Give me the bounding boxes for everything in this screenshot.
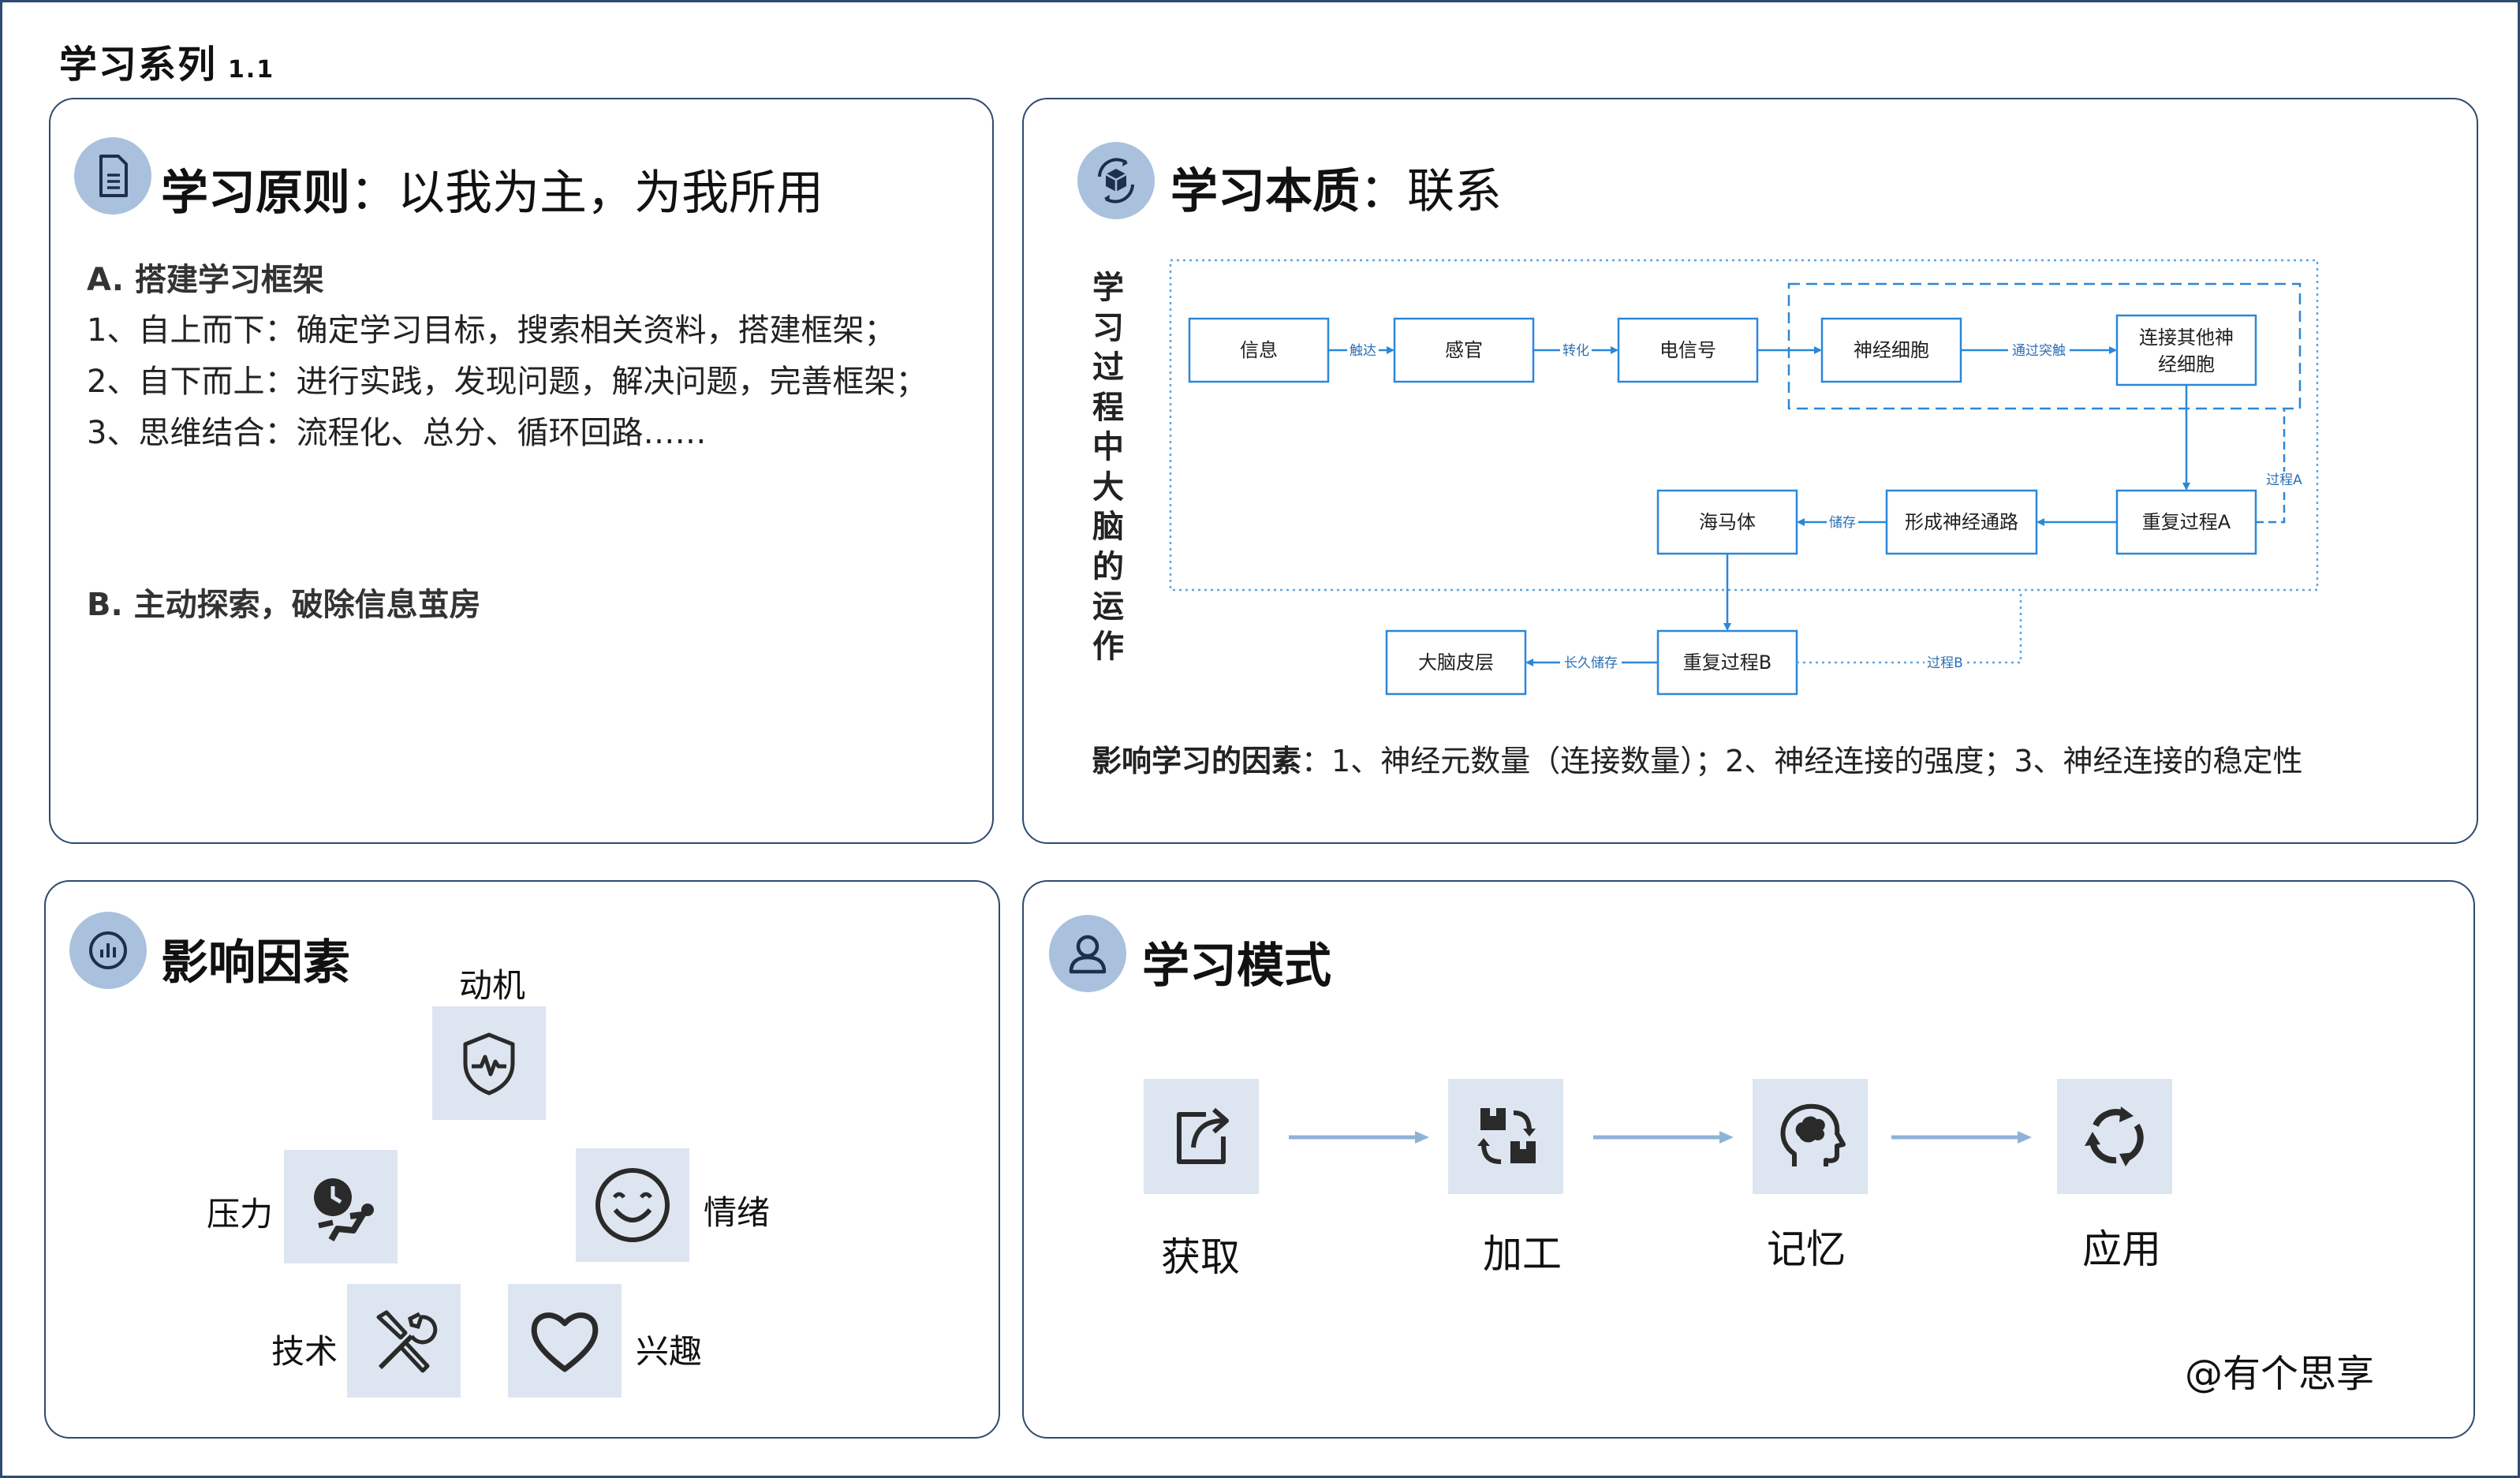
tools-icon (347, 1284, 461, 1398)
cycle-arrows-icon (2057, 1079, 2172, 1194)
mode-arrow-3 (1891, 1131, 2032, 1144)
influence-bold: 影响学习的因素 (1092, 744, 1302, 778)
edge-process-b-loop (1797, 590, 2022, 664)
principles-title: 学习原则：以我为主，为我所用 (161, 155, 823, 223)
section-a-heading: A. 搭建学习框架 (87, 262, 324, 298)
neuron-region-border (1787, 282, 2302, 410)
nature-title-rest: ：联系 (1360, 164, 1502, 219)
bar-chart-icon (69, 912, 147, 989)
document-icon (74, 137, 151, 215)
svg-text:过程B: 过程B (1927, 655, 1963, 671)
brain-process-vertical-label: 学习过程中大脑的运作 (1092, 270, 1124, 665)
modes-title: 学习模式 (1142, 927, 1331, 996)
factors-title-bold: 影响因素 (161, 935, 350, 991)
svg-text:转化: 转化 (1562, 343, 1589, 359)
node-sense: 感官 (1393, 317, 1535, 383)
mode-label-apply: 应用 (2082, 1226, 2161, 1272)
author-signature: @有个思享 (2185, 1352, 2375, 1396)
node-repeat-b: 重复过程B (1656, 629, 1798, 696)
boxes-transfer-icon (1448, 1079, 1563, 1194)
svg-text:大脑皮层: 大脑皮层 (1418, 651, 1494, 674)
svg-text:重复过程B: 重复过程B (1683, 651, 1771, 674)
svg-text:连接其他神: 连接其他神 (2139, 327, 2234, 349)
svg-text:形成神经通路: 形成神经通路 (1905, 511, 2018, 533)
factor-label-interest: 兴趣 (636, 1332, 703, 1371)
svg-text:神经细胞: 神经细胞 (1854, 339, 1929, 361)
factor-label-technique: 技术 (271, 1332, 338, 1371)
svg-text:触达: 触达 (1350, 343, 1376, 359)
svg-text:电信号: 电信号 (1659, 339, 1716, 361)
factor-label-pressure: 压力 (207, 1195, 274, 1234)
factor-label-emotion: 情绪 (704, 1193, 771, 1232)
nature-title-bold: 学习本质 (1170, 164, 1360, 219)
svg-text:海马体: 海马体 (1699, 511, 1756, 533)
brain-head-icon (1753, 1079, 1868, 1194)
nature-title: 学习本质：联系 (1170, 153, 1502, 222)
node-info: 信息 (1188, 317, 1330, 383)
share-out-icon (1144, 1079, 1259, 1194)
heart-icon (508, 1284, 622, 1398)
svg-text:长久储存: 长久储存 (1564, 655, 1618, 671)
svg-text:感官: 感官 (1445, 339, 1483, 361)
principles-title-rest: ：以我为主，为我所用 (350, 166, 823, 221)
user-icon (1049, 915, 1126, 992)
principles-title-bold: 学习原则 (161, 166, 350, 221)
svg-text:经细胞: 经细胞 (2158, 353, 2215, 375)
factor-label-motivation: 动机 (459, 966, 526, 1005)
nature-panel (1022, 98, 2478, 844)
influence-factors-text: 影响学习的因素：1、神经元数量（连接数量）；2、神经连接的强度；3、神经连接的稳… (1092, 737, 2303, 780)
principle-line-1: 1、自上而下：确定学习目标，搜索相关资料，搭建框架； (87, 312, 896, 349)
person-clock-icon (284, 1150, 398, 1263)
principle-line-3: 3、思维结合：流程化、总分、循环回路…… (87, 415, 707, 451)
node-neuron: 神经细胞 (1820, 317, 1962, 383)
svg-text:储存: 储存 (1829, 515, 1856, 531)
node-hippocampus: 海马体 (1656, 489, 1798, 555)
page-title-text: 学习系列 (59, 43, 218, 87)
smile-icon (576, 1148, 689, 1262)
node-pathway: 形成神经通路 (1885, 489, 2038, 555)
edge-process-a-loop (2256, 409, 2286, 524)
node-cortex: 大脑皮层 (1385, 629, 1527, 696)
mode-arrow-2 (1593, 1131, 1734, 1144)
modes-title-bold: 学习模式 (1142, 939, 1331, 994)
shield-heartbeat-icon (432, 1006, 546, 1120)
svg-text:通过突触: 通过突触 (2012, 343, 2066, 359)
principle-line-2: 2、自下而上：进行实践，发现问题，解决问题，完善框架； (87, 364, 928, 400)
mode-label-memory: 记忆 (1767, 1226, 1846, 1272)
svg-text:信息: 信息 (1240, 339, 1278, 361)
mode-arrow-1 (1289, 1131, 1429, 1144)
page-title: 学习系列 1.1 (59, 33, 274, 88)
section-b-heading: B. 主动探索，破除信息茧房 (87, 587, 481, 623)
mode-label-process: 加工 (1483, 1231, 1562, 1277)
svg-text:过程A: 过程A (2266, 472, 2302, 488)
node-signal: 电信号 (1617, 317, 1759, 383)
mode-label-acquire: 获取 (1161, 1234, 1240, 1280)
svg-text:重复过程A: 重复过程A (2142, 511, 2231, 533)
node-repeat-a: 重复过程A (2115, 489, 2257, 555)
modes-panel (1022, 880, 2475, 1439)
influence-rest: ：1、神经元数量（连接数量）；2、神经连接的强度；3、神经连接的稳定性 (1301, 744, 2303, 778)
principles-panel (49, 98, 994, 844)
page-version: 1.1 (228, 56, 275, 84)
cube-cycle-icon (1077, 142, 1155, 219)
factors-title: 影响因素 (161, 924, 350, 993)
